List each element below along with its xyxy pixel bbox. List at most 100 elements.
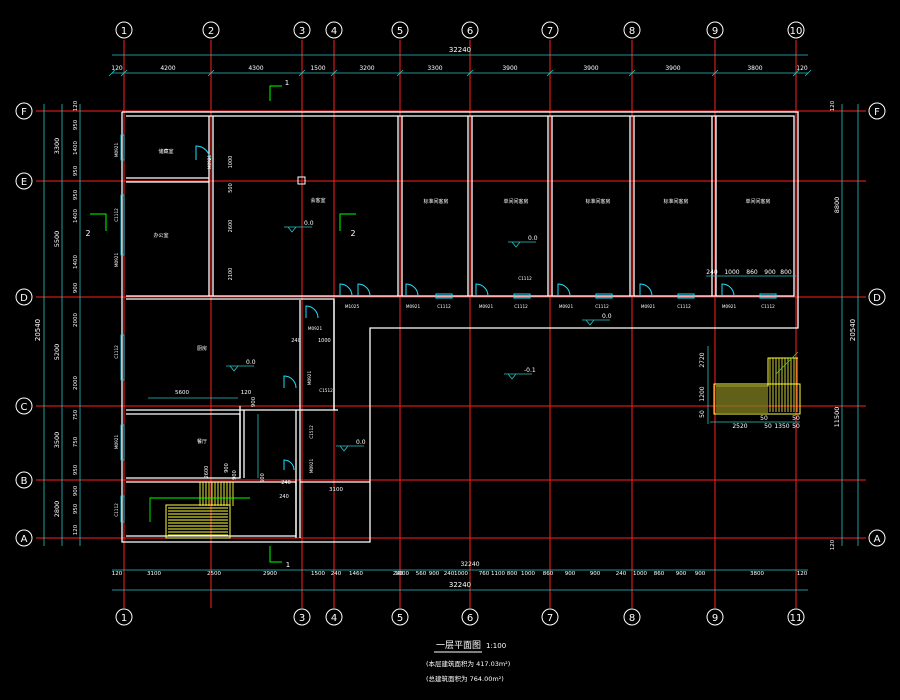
bottom-dim-text: 800 <box>507 571 518 577</box>
left-inner-dim-text: 2000 <box>73 376 79 390</box>
dim-tick <box>466 69 474 77</box>
door-tag: C1112 <box>677 304 691 309</box>
elevation-text: 0.0 <box>356 439 366 446</box>
top-dim-text: 3800 <box>747 65 762 72</box>
bottom-dim-text: 1100 <box>491 571 505 577</box>
elevation-text: 0.0 <box>246 359 256 366</box>
left-inner-dim-text: 750 <box>73 409 79 420</box>
dim-text: 900 <box>251 396 257 407</box>
bottom-dim-text: 120 <box>797 571 808 577</box>
door-tag-vert: M0921 <box>309 459 314 474</box>
axis-bubble-left-C <box>15 397 33 415</box>
top-dim-text: 3900 <box>665 65 680 72</box>
axis-label-top-6: 6 <box>467 26 473 37</box>
top-dim-text: 4200 <box>160 65 175 72</box>
door-tag: M1025 <box>345 304 360 309</box>
bottom-dim-text: 900 <box>565 571 576 577</box>
door-arc <box>339 283 353 297</box>
room-name: 会客室 <box>310 197 325 204</box>
bottom-mid-total-dim-text: 32240 <box>460 561 479 568</box>
axis-bubble-top-4 <box>325 21 343 39</box>
axis-label-bottom-6: 6 <box>467 613 473 624</box>
left-inner-dim-text: 950 <box>73 189 79 200</box>
dim-text: 120 <box>241 390 252 396</box>
door-arc <box>283 375 297 389</box>
section-mark-2-left <box>90 213 107 231</box>
axis-label-top-8: 8 <box>629 26 635 37</box>
top-dim-text: 3300 <box>427 65 442 72</box>
elevation-marker <box>284 226 312 233</box>
window-tag-vert: M0921 <box>114 435 119 450</box>
elevation-text: 0.0 <box>304 220 314 227</box>
bottom-dim-text: 3100 <box>147 571 161 577</box>
right-edge-dim-text: 120 <box>830 100 836 111</box>
left-inner-dim-text: 120 <box>73 524 79 535</box>
bottom-dim-text: 240 <box>444 571 455 577</box>
axis-label-bottom-9: 9 <box>712 613 718 624</box>
stair-dim-text: 2720 <box>699 352 706 367</box>
section-mark-1-bottom <box>269 546 282 563</box>
bottom-dim-text: 560 <box>416 571 427 577</box>
bottom-dim-text: 1000 <box>454 571 468 577</box>
axis-bubble-left-B <box>15 471 33 489</box>
bottom-dim-text: 900 <box>695 571 706 577</box>
bottom-dim-text: 1460 <box>349 571 363 577</box>
right-outer-dim-text: 11500 <box>833 407 841 428</box>
axis-bubble-top-10 <box>787 21 805 39</box>
left-inner-dim-text: 950 <box>73 503 79 514</box>
right-outer-dim-text: 8800 <box>833 197 841 214</box>
room-name: 标准间客房 <box>585 198 610 205</box>
inner-dim-text: 2600 <box>204 466 210 479</box>
room-name: 单间间客房 <box>745 198 770 205</box>
door-tag: C1112 <box>761 304 775 309</box>
axis-label-left-E: E <box>21 177 27 188</box>
left-inner-dim-text: 950 <box>73 464 79 475</box>
door-tag: C1112 <box>595 304 609 309</box>
axis-bubble-right-D <box>868 288 886 306</box>
dim-tick <box>711 69 719 77</box>
inner-dim-text: 2100 <box>228 268 234 281</box>
axis-bubble-bottom-4 <box>325 608 343 626</box>
room-name: 办公室 <box>153 232 168 239</box>
axis-label-left-D: D <box>20 293 28 304</box>
room-dim-text: 800 <box>780 269 792 276</box>
axis-bubble-left-D <box>15 288 33 306</box>
axis-bubble-bottom-9 <box>706 608 724 626</box>
axis-label-top-7: 7 <box>547 26 553 37</box>
section-mark-label: 2 <box>350 229 355 238</box>
axis-bubble-bottom-8 <box>623 608 641 626</box>
left-inner-dim-text: 2000 <box>73 313 79 327</box>
window-opening <box>759 293 777 299</box>
dim-tick <box>298 69 306 77</box>
top-dim-text: 1500 <box>310 65 325 72</box>
top-dim-text: 3200 <box>359 65 374 72</box>
axis-bubble-top-7 <box>541 21 559 39</box>
axis-bubble-left-E <box>15 172 33 190</box>
door-arc <box>195 145 211 161</box>
top-dim-text: 3900 <box>583 65 598 72</box>
stair-dim-text: 50 <box>792 415 800 422</box>
left-outer-dim-text: 3500 <box>53 432 61 449</box>
left-outer-dim-text: 5500 <box>53 231 61 248</box>
dim-text: 240 <box>279 494 289 500</box>
stair-outline-right <box>716 357 798 387</box>
top-dim-text: 4300 <box>248 65 263 72</box>
door-arc <box>405 283 419 297</box>
door-tag-vert: M0921 <box>207 155 212 170</box>
inner-dim-text: 500 <box>228 183 234 193</box>
bottom-dim-text: 860 <box>543 571 554 577</box>
bottom-dim-text: 900 <box>429 571 440 577</box>
axis-bubble-top-1 <box>115 21 133 39</box>
axis-bubble-top-9 <box>706 21 724 39</box>
axis-label-right-F: F <box>874 107 880 118</box>
elevation-text: 0.0 <box>528 235 538 242</box>
axis-label-bottom-3: 3 <box>299 613 305 624</box>
elevation-marker <box>508 241 536 248</box>
door-arc <box>475 283 489 297</box>
walls <box>120 111 799 543</box>
top-total-dim-text: 32240 <box>449 46 471 54</box>
stair-dim-text: 50 <box>792 423 800 430</box>
left-inner-dim-text: 750 <box>73 436 79 447</box>
axis-bubble-bottom-3 <box>293 608 311 626</box>
